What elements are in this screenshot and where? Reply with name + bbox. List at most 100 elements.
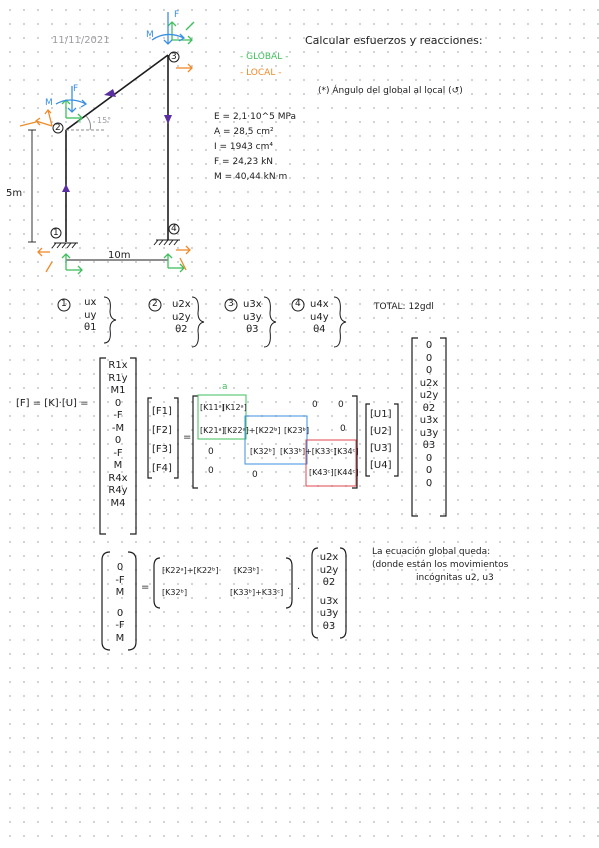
lhs-entry: -F (115, 574, 125, 586)
force-entry: R4y (108, 485, 128, 496)
dof-item: u3y (243, 311, 262, 323)
fixed-support-4 (153, 239, 180, 246)
property-E: E = 2,1·10^5 MPa (214, 112, 297, 122)
legend-global: - GLOBAL - (240, 52, 289, 62)
property-M: M = 40,44 kN·m (214, 172, 288, 182)
dof-item: u4x (310, 299, 329, 310)
disp-entry: θ2 (422, 402, 436, 414)
member-arrow-c (164, 115, 172, 124)
rhs-entry: θ3 (322, 620, 336, 632)
lhs-entry: M (115, 632, 125, 644)
K-cell: 0 (208, 466, 214, 476)
property-A: A = 28,5 cm² (214, 127, 274, 137)
heading: Calcular esfuerzos y reacciones: (305, 34, 483, 47)
U-block: [U4] (370, 460, 392, 471)
dof-group-4: u4x u4y θ4 (310, 299, 329, 337)
disp-entry: u3x (419, 415, 439, 426)
angle-note: (*) Ángulo del global al local (↺) (318, 86, 463, 96)
F-block: [F1] (152, 406, 172, 417)
local-axes-node2 (19, 109, 53, 127)
dof-node-3-label: 3 (228, 299, 234, 309)
K-cell: [K11ᵃ] (200, 403, 225, 412)
U-block: [U2] (370, 426, 392, 437)
disp-entry: 0 (425, 452, 433, 464)
dof-item: θ4 (313, 324, 326, 335)
multiply-dot: · (297, 584, 301, 595)
member-arrow-a (62, 184, 70, 192)
force-entry: -F (113, 410, 123, 421)
force-entry: R1x (108, 360, 128, 371)
disp-entry: u3y (419, 427, 439, 439)
reduced-K-cell: [K22ᵃ]+[K22ᵇ] (162, 566, 219, 575)
node-1-label: 1 (53, 228, 59, 238)
dof-item: θ3 (246, 324, 259, 335)
disp-entry: θ3 (422, 440, 436, 451)
local-axes-node4 (176, 245, 191, 271)
rhs-entry: θ2 (322, 577, 336, 588)
dim-span-label: 10m (108, 250, 131, 261)
F-blocks: [F1] [F2] [F3] [F4] (152, 402, 172, 478)
U-blocks: [U1] [U2] [U3] [U4] (370, 406, 391, 474)
K-cell: 0 (252, 470, 258, 480)
dof-item: θ2 (175, 324, 188, 335)
K-cell: [K12ᵃ] (222, 403, 247, 412)
force-arrow-node3 (151, 12, 186, 45)
reduced-rhs-vector: u2x u2y θ2 u3x u3y θ3 (318, 552, 340, 633)
rhs-entry: u3y (319, 608, 339, 619)
local-axes-node1 (37, 247, 53, 273)
dof-group-1: ux uy θ1 (84, 297, 96, 335)
disp-entry: 0 (425, 477, 433, 489)
reduced-K-cell: [K23ᵇ] (234, 566, 260, 575)
force-entry: 0 (114, 397, 122, 409)
force-label-node2: F (73, 84, 79, 94)
force-arrow-node2 (55, 86, 88, 113)
angle-label: 15° (97, 116, 112, 125)
U-block: [U1] (370, 409, 392, 420)
property-F: F = 24,23 kN (214, 157, 274, 167)
note-line: incógnitas u2, u3 (416, 573, 494, 583)
date: 11/11/2021 (52, 35, 110, 46)
displacement-vector: 0 0 0 u2x u2y θ2 u3x u3y θ3 0 0 0 (418, 340, 440, 490)
force-entry: 0 (114, 435, 122, 446)
disp-entry: 0 (425, 340, 433, 351)
K-cell: 0 (208, 447, 214, 457)
dof-node-1-label: 1 (61, 299, 67, 309)
node-4-label: 4 (171, 224, 177, 234)
properties-list: E = 2,1·10^5 MPa A = 28,5 cm² I = 1943 c… (214, 110, 296, 185)
dof-node-2-label: 2 (152, 299, 158, 309)
disp-entry: u2x (419, 377, 439, 389)
lhs-entry: 0 (116, 562, 124, 573)
force-entry: -M (111, 422, 125, 434)
reduced-K-cell: [K32ᵇ] (162, 588, 188, 597)
reduced-K-cell: [K33ᵇ]+K33ᶜ] (230, 588, 284, 597)
disp-entry: 0 (425, 365, 433, 376)
U-block: [U3] (370, 443, 392, 454)
force-entry: R4x (108, 472, 128, 484)
force-entry: M (113, 460, 123, 471)
legend-local: - LOCAL - (240, 68, 282, 78)
dof-item: uy (84, 309, 97, 321)
fixed-support-1 (51, 242, 78, 249)
reduced-lhs-vector: 0 -F M 0 -F M (112, 562, 128, 645)
K-cell: [K22ᵃ]+[K22ᵇ] (224, 426, 281, 435)
dof-item: θ1 (84, 322, 97, 333)
dof-item: u2y (172, 311, 191, 323)
rhs-entry: u2y (319, 564, 339, 576)
system-equation-label: [F] = [K]·[U] = (16, 398, 89, 409)
node-3-circle (168, 51, 180, 63)
lhs-entry: -F (115, 620, 125, 631)
force-entry: M1 (110, 385, 126, 396)
node-1-circle (50, 227, 62, 239)
equals-sign: = (183, 432, 192, 443)
note-line: (donde están los movimientos (372, 560, 509, 570)
dof-item: u2x (172, 299, 191, 310)
K-cell: [K34ᶜ] (334, 447, 359, 456)
dof-item: ux (84, 297, 97, 308)
F-block: [F3] (152, 444, 172, 455)
F-block: [F2] (152, 425, 172, 436)
property-I: I = 1943 cm⁴ (214, 142, 274, 152)
total-dofs: TOTAL: 12gdl (374, 302, 434, 312)
